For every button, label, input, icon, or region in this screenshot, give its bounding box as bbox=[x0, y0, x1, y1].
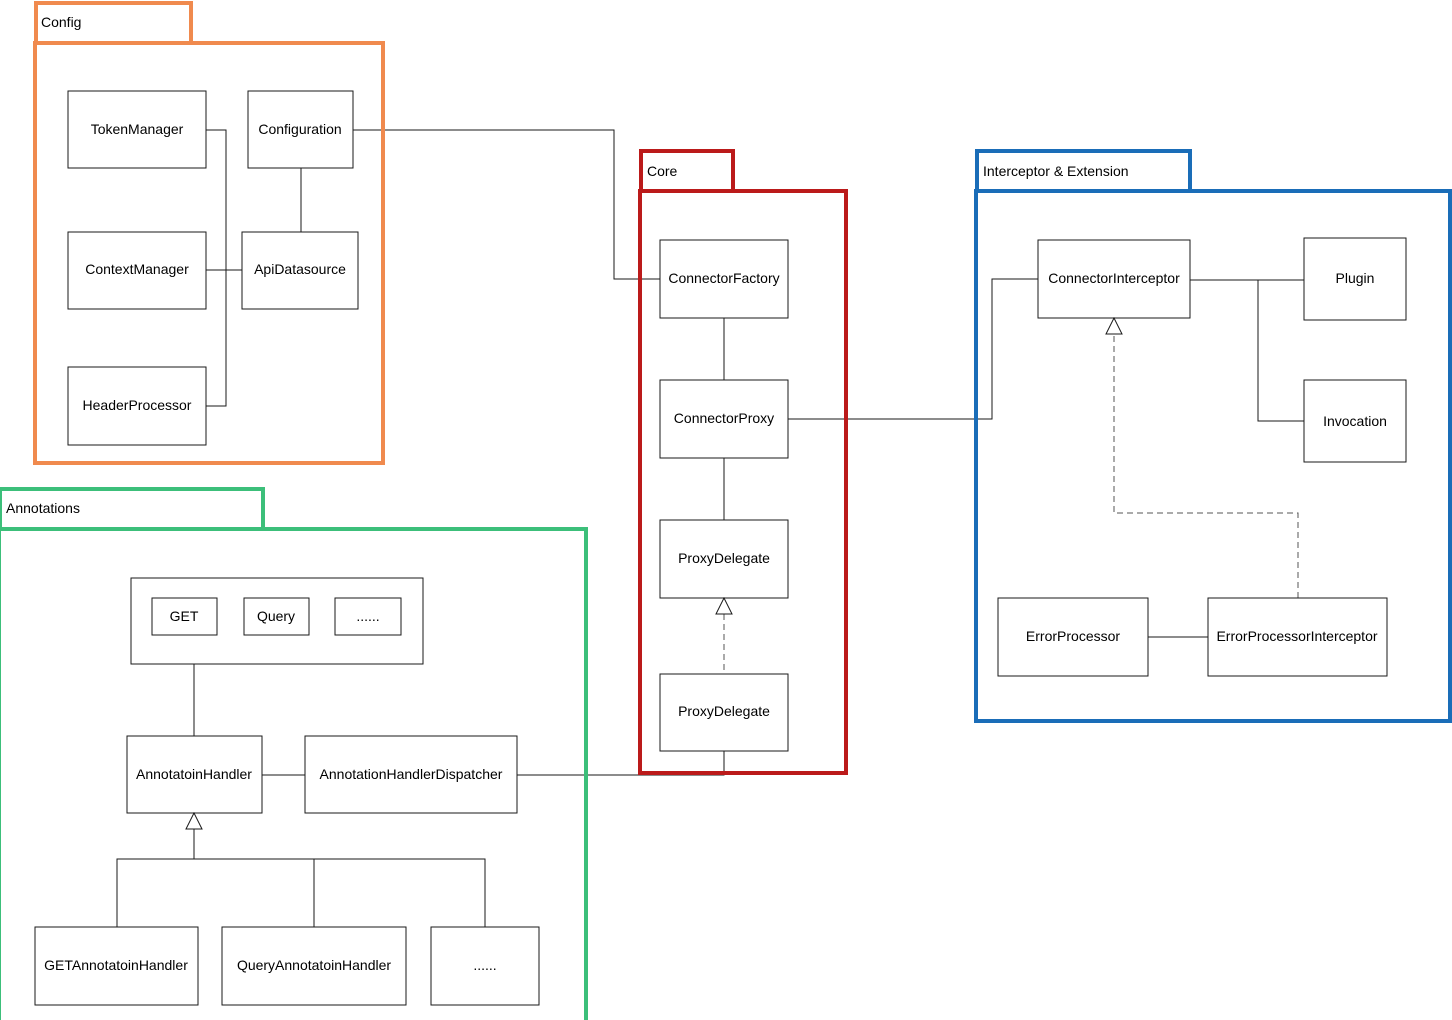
class-box[interactable] bbox=[221, 926, 407, 1006]
class-box[interactable] bbox=[241, 231, 359, 310]
class-box[interactable] bbox=[67, 366, 207, 446]
class-getannotationhandler: GETAnnotatoinHandler bbox=[44, 957, 188, 973]
class-box[interactable] bbox=[247, 90, 354, 169]
package-config-label: Config bbox=[41, 14, 81, 30]
package-annotations: Annotations GET Query ...... AnnotatoinH… bbox=[0, 487, 588, 1020]
link-interceptor-invocation bbox=[1257, 280, 1304, 422]
class-box[interactable] bbox=[659, 519, 789, 599]
class-proxydelegate-impl: ProxyDelegate bbox=[678, 703, 770, 719]
class-box[interactable] bbox=[1037, 239, 1191, 319]
class-annotationhandlerdispatcher: AnnotationHandlerDispatcher bbox=[320, 766, 503, 782]
package-config: Config TokenManager Configuration Contex… bbox=[33, 1, 385, 465]
package-core-label: Core bbox=[647, 163, 678, 179]
package-annotations-label: Annotations bbox=[6, 500, 80, 516]
package-core-body bbox=[638, 189, 848, 775]
class-box[interactable] bbox=[1303, 237, 1407, 321]
class-more-handlers: ...... bbox=[473, 957, 496, 973]
realization-errorprocessorinterceptor bbox=[1113, 334, 1299, 598]
annotation-get: GET bbox=[170, 608, 199, 624]
class-box[interactable] bbox=[659, 239, 789, 319]
class-plugin: Plugin bbox=[1336, 270, 1375, 286]
link-proxy-interceptor bbox=[788, 278, 1038, 420]
class-connectorproxy: ConnectorProxy bbox=[674, 410, 774, 426]
annotation-more: ...... bbox=[356, 608, 379, 624]
class-box[interactable] bbox=[304, 735, 518, 814]
class-box[interactable] bbox=[1303, 379, 1407, 463]
link-configuration-connectorfactory bbox=[353, 129, 660, 280]
class-errorprocessor: ErrorProcessor bbox=[1026, 628, 1120, 644]
class-proxydelegate: ProxyDelegate bbox=[678, 550, 770, 566]
class-box[interactable] bbox=[659, 673, 789, 752]
class-box[interactable] bbox=[67, 90, 207, 169]
package-interceptor-label: Interceptor & Extension bbox=[983, 163, 1129, 179]
class-box[interactable] bbox=[126, 735, 263, 814]
package-core: Core ConnectorFactory ConnectorProxy Pro… bbox=[638, 149, 848, 775]
class-box[interactable] bbox=[151, 597, 218, 636]
class-contextmanager: ContextManager bbox=[85, 261, 189, 277]
link-tokenmanager-bus bbox=[206, 129, 227, 407]
inheritance-bus bbox=[116, 858, 486, 927]
class-box[interactable] bbox=[1207, 597, 1388, 677]
class-box[interactable] bbox=[997, 597, 1149, 677]
class-box[interactable] bbox=[334, 597, 402, 636]
annotation-query: Query bbox=[257, 608, 295, 624]
class-queryannotationhandler: QueryAnnotatoinHandler bbox=[237, 957, 391, 973]
package-interceptor: Interceptor & Extension ConnectorInterce… bbox=[974, 149, 1452, 723]
inheritance-arrowhead-icon bbox=[185, 811, 203, 830]
class-connectorfactory: ConnectorFactory bbox=[668, 270, 779, 286]
package-interceptor-body bbox=[974, 189, 1452, 723]
class-configuration: Configuration bbox=[258, 121, 341, 137]
package-annotations-body bbox=[0, 527, 588, 1020]
class-errorprocessorinterceptor: ErrorProcessorInterceptor bbox=[1216, 628, 1377, 644]
class-box[interactable] bbox=[34, 926, 199, 1006]
class-box[interactable] bbox=[430, 926, 540, 1006]
class-annotationhandler: AnnotatoinHandler bbox=[136, 766, 252, 782]
class-box[interactable] bbox=[243, 597, 310, 636]
class-connectorinterceptor: ConnectorInterceptor bbox=[1048, 270, 1180, 286]
class-box[interactable] bbox=[659, 379, 789, 459]
package-config-body bbox=[33, 41, 385, 465]
class-box[interactable] bbox=[67, 231, 207, 310]
class-tokenmanager: TokenManager bbox=[91, 121, 184, 137]
class-invocation: Invocation bbox=[1323, 413, 1387, 429]
realization-arrowhead-icon bbox=[715, 596, 733, 615]
class-headerprocessor: HeaderProcessor bbox=[83, 397, 192, 413]
realization-arrowhead-icon bbox=[1105, 316, 1123, 335]
class-apidatasource: ApiDatasource bbox=[254, 261, 346, 277]
